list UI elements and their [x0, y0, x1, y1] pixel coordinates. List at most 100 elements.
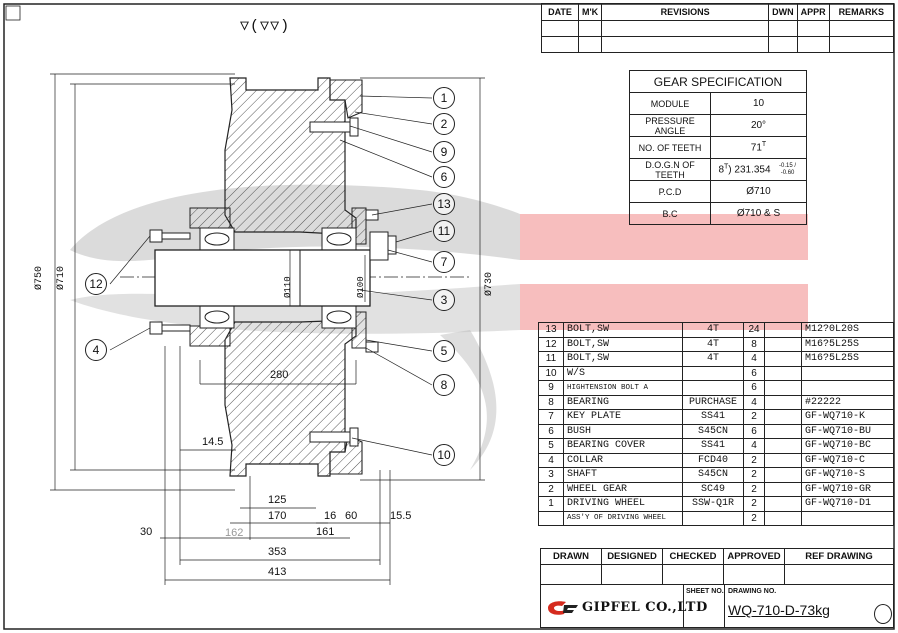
- part-spec: M16?5L25S: [801, 336, 894, 352]
- collar-lower-left: [189, 325, 231, 347]
- part-no: 9: [538, 380, 564, 396]
- part-blank: [764, 322, 802, 338]
- title-block-bottom: [540, 585, 894, 628]
- part-no: 8: [538, 394, 564, 410]
- balloon-12: 12: [85, 273, 107, 295]
- part-no: [538, 510, 564, 526]
- part-name: KEY PLATE: [563, 409, 683, 425]
- part-material: SC49: [682, 481, 744, 497]
- gear-spec-value: 71T: [710, 136, 807, 159]
- driving-wheel-section-upper: [224, 77, 357, 236]
- balloon-7: 7: [433, 251, 455, 273]
- part-name: W/S: [563, 365, 683, 381]
- sheet-border: [3, 3, 895, 630]
- part-no: 6: [538, 423, 564, 439]
- part-material: FCD40: [682, 452, 744, 468]
- dim-d750: Ø750: [34, 265, 45, 290]
- dim-161: 161: [316, 526, 335, 538]
- gear-spec-row: MODULE 10: [629, 92, 807, 115]
- part-spec: M16?5L25S: [801, 351, 894, 367]
- title-block-approvals: DRAWN DESIGNED CHECKED APPROVED REF DRAW…: [540, 548, 894, 585]
- gear-spec-label: MODULE: [629, 92, 711, 115]
- balloon-9: 9: [433, 141, 455, 163]
- part-material: SS41: [682, 438, 744, 454]
- rev-col-appr: APPR: [796, 3, 830, 21]
- bearing-upper-left: [199, 227, 235, 251]
- part-blank: [764, 351, 802, 367]
- part-qty: 6: [743, 365, 765, 381]
- part-name: COLLAR: [563, 452, 683, 468]
- key-plate-tab: [387, 235, 397, 255]
- leader-lines: [109, 95, 433, 456]
- balloon-1: 1: [433, 87, 455, 109]
- dim-353: 353: [268, 546, 287, 558]
- part-name: BEARING: [563, 394, 683, 410]
- rev-col-revisions: REVISIONS: [601, 3, 770, 21]
- balloon-3: 3: [433, 289, 455, 311]
- part-material: 4T: [682, 322, 744, 338]
- gear-spec-label: D.O.G.N OF TEETH: [629, 158, 711, 181]
- part-blank: [764, 423, 802, 439]
- part-material: [682, 365, 744, 381]
- dim-280: 280: [270, 369, 289, 381]
- part-no: 7: [538, 409, 564, 425]
- gear-spec-label: B.C: [629, 202, 711, 225]
- gear-spec-value-text: 10: [752, 98, 765, 109]
- revisions-row: [541, 36, 895, 53]
- part-blank: [764, 365, 802, 381]
- part-qty: 2: [743, 409, 765, 425]
- part-material: 4T: [682, 336, 744, 352]
- balloon-4: 4: [85, 339, 107, 361]
- part-name: BOLT,SW: [563, 336, 683, 352]
- drawing-no-label: DRAWING NO.: [728, 588, 777, 595]
- gear-spec-value-text: 8: [718, 164, 724, 176]
- part-no: 11: [538, 351, 564, 367]
- title-ref-drawing: REF DRAWING: [784, 548, 894, 565]
- part-spec: [801, 510, 894, 526]
- key-plate: [369, 231, 389, 261]
- part-name: DRIVING WHEEL: [563, 496, 683, 512]
- part-blank: [764, 481, 802, 497]
- title-checked: CHECKED: [662, 548, 724, 565]
- part-qty: 4: [743, 394, 765, 410]
- part-name: SHAFT: [563, 467, 683, 483]
- part-qty: 2: [743, 481, 765, 497]
- part-blank: [764, 467, 802, 483]
- part-material: S45CN: [682, 467, 744, 483]
- part-spec: GF-WQ710-BC: [801, 438, 894, 454]
- dim-30: 30: [140, 526, 153, 538]
- watermark-swoosh-tail: [440, 330, 497, 470]
- dim-162: 162: [225, 527, 244, 539]
- part-no: 2: [538, 481, 564, 497]
- revisions-row: [541, 20, 895, 37]
- gear-spec-sup: T: [724, 162, 729, 170]
- bearing-lower-right: [321, 305, 357, 329]
- rev-col-dwn: DWN: [768, 3, 798, 21]
- shaft: [154, 249, 371, 307]
- part-spec: [801, 380, 894, 396]
- part-blank: [764, 336, 802, 352]
- part-no: 1: [538, 496, 564, 512]
- bolt-sw-right-lower: [365, 341, 379, 353]
- gear-spec-value: 20°: [710, 114, 807, 137]
- part-blank: [764, 510, 802, 526]
- part-blank: [764, 452, 802, 468]
- gear-spec-tolerance: -0.15 / -0.60: [779, 162, 797, 176]
- high-tension-bolt-lower: [309, 427, 359, 447]
- part-spec: GF-WQ710-BU: [801, 423, 894, 439]
- drawing-number: WQ-710-D-73kg: [728, 602, 830, 618]
- dim-d100: Ø100: [356, 276, 366, 298]
- gear-spec-label: NO. OF TEETH: [629, 136, 711, 159]
- part-blank: [764, 496, 802, 512]
